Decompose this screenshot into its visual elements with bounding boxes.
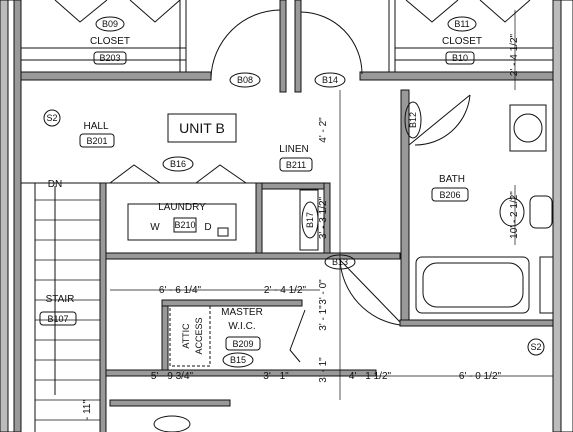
door-tag-b13: B13 (332, 257, 348, 267)
dimension-v6: 2' - 4 1/2" (509, 33, 520, 76)
dimension-v8: - 11" (82, 400, 93, 420)
linen-tag: B211 (286, 160, 306, 170)
dimension-d2: 2' - 4 1/2" (264, 285, 307, 296)
dimension-d6: 6' - 0 1/2" (459, 371, 502, 382)
door-tag-b12: B12 (408, 112, 418, 128)
door-tag-b17: B17 (305, 212, 315, 228)
unit-title: UNIT B (179, 120, 225, 136)
dimension-d3: 5' - 9 3/4" (151, 371, 194, 382)
door-tag-b08: B08 (237, 75, 253, 85)
closet-left-tag: B203 (99, 53, 120, 63)
dimension-v5: 3' - 1" (318, 357, 329, 383)
dimension-v3: 3' - 0" (318, 279, 329, 305)
bath-tag: B206 (439, 190, 460, 200)
stair-dn-label: DN (48, 179, 62, 190)
dimension-d1: 6' - 6 1/4" (159, 285, 202, 296)
stair-tag: B107 (47, 314, 68, 324)
dimension-d5: 4' - 1 1/2" (349, 371, 392, 382)
dryer-label: D (204, 222, 211, 233)
closet-right-tag: B10 (452, 53, 468, 63)
attic-access-line2: ACCESS (194, 317, 204, 354)
closet-right-name: CLOSET (442, 36, 482, 47)
section-marker-s2-right: S2 (530, 342, 541, 352)
washer-label: W (150, 222, 160, 233)
stair-name: STAIR (46, 294, 75, 305)
door-tag-b11: B11 (454, 19, 469, 29)
door-tag-b09: B09 (102, 19, 118, 29)
attic-access-line1: ATTIC (181, 323, 191, 349)
hall-tag: B201 (86, 136, 107, 146)
linen-name: LINEN (279, 144, 308, 155)
master-wic-name: MASTER (221, 307, 263, 318)
closet-left-name: CLOSET (90, 36, 130, 47)
door-tag-b14: B14 (322, 75, 338, 85)
dimension-v1: 4' - 2" (318, 117, 329, 143)
master-wic-name-2: W.I.C. (228, 321, 255, 332)
master-wic-tag: B209 (232, 339, 253, 349)
door-tag-b16: B16 (170, 159, 186, 169)
bath-name: BATH (439, 174, 465, 185)
section-marker-s2-left: S2 (46, 113, 57, 123)
dimension-v2: 3' - 3 1/2" (318, 196, 329, 239)
hall-name: HALL (83, 121, 108, 132)
laundry-tag: B210 (174, 220, 195, 230)
laundry-name: LAUNDRY (158, 202, 206, 213)
dimension-d4: 3' - 1" (263, 371, 289, 382)
dimension-v7: 10' - 2 1/2" (509, 191, 520, 239)
dimension-v4: 3' - 1" (318, 305, 329, 331)
door-tag-b15: B15 (230, 355, 246, 365)
